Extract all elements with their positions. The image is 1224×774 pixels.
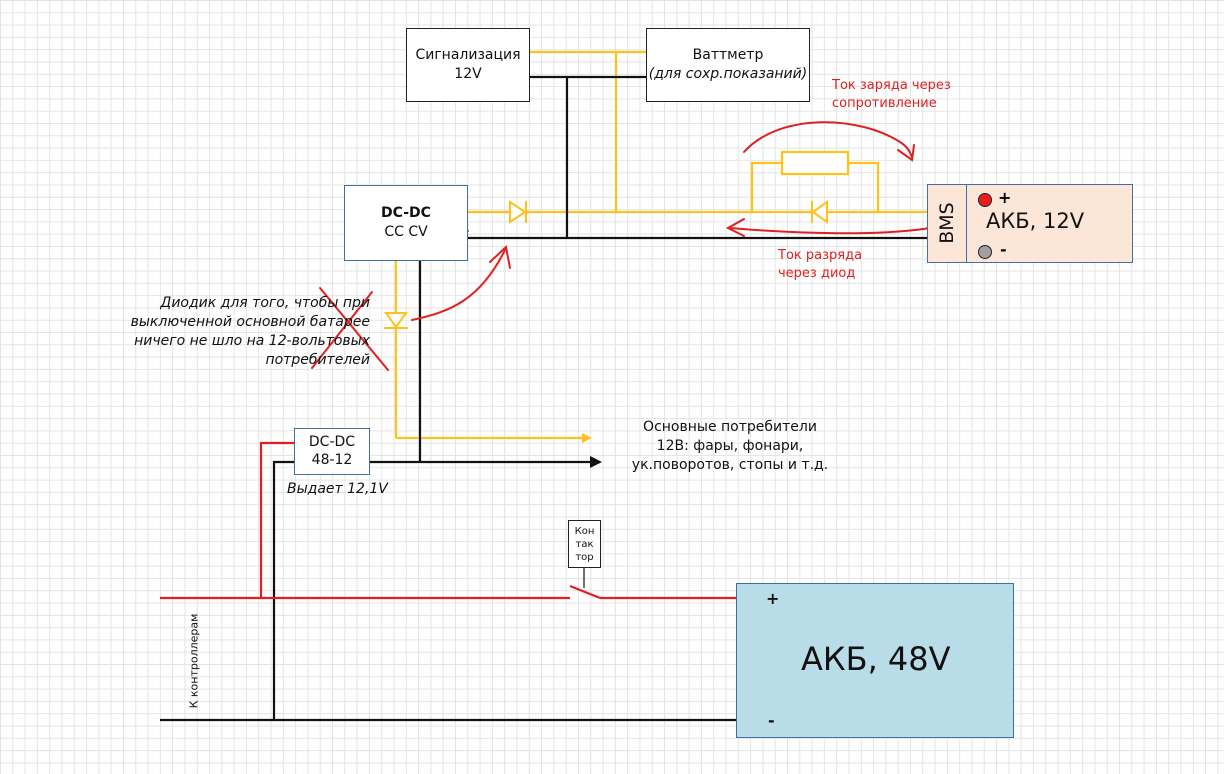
diode-note-line4: потребителей xyxy=(265,351,370,368)
dcdc-4812-box: DC-DC 48-12 xyxy=(294,428,370,475)
dcdc-4812-line2: 48-12 xyxy=(311,451,353,468)
contactor-box: Кон так тор xyxy=(568,520,601,568)
negative-wires xyxy=(160,75,930,722)
annotation-strokes xyxy=(311,121,931,371)
consumers-line1: Основные потребители xyxy=(643,419,817,435)
contactor-line2: так xyxy=(575,538,594,550)
charge-note-line1: Ток заряда через xyxy=(832,78,951,93)
dcdc-4812-note: Выдает 12,1V xyxy=(287,481,388,497)
diode-note-line3: ничего не шло на 12-вольтовых xyxy=(134,332,370,349)
wattmeter-box: Ваттметр (для сохр.показаний) xyxy=(646,28,810,102)
alarm-line1: Сигнализация xyxy=(415,47,521,64)
dcdc-main-line1: DC-DC xyxy=(381,205,431,222)
contactor-line1: Кон xyxy=(574,525,595,537)
battery-12v-label: АКБ, 12V xyxy=(986,209,1085,233)
discharge-note-line1: Ток разряда xyxy=(778,248,863,263)
diode-note: Диодик для того, чтобы при выключенной о… xyxy=(118,294,370,370)
dcdc-main-line2: CC CV xyxy=(384,224,428,240)
diode-note-line2: выключенной основной батарее xyxy=(130,313,370,330)
battery-48v-plus-sign: + xyxy=(766,589,780,608)
battery-12v: BMS + АКБ, 12V - xyxy=(927,184,1133,263)
discharge-note-line2: через диод xyxy=(778,265,856,281)
wattmeter-line1: Ваттметр xyxy=(692,47,764,64)
dcdc-4812-line1: DC-DC xyxy=(308,434,356,450)
positive-48v-wires xyxy=(160,441,748,600)
consumers-line3: ук.поворотов, стопы и т.д. xyxy=(631,456,829,473)
controllers-label: К контроллерам xyxy=(187,613,201,709)
contactor-line3: тор xyxy=(575,551,594,563)
charge-note: Ток заряда через сопротивление xyxy=(832,77,951,112)
alarm-box: Сигнализация 12V xyxy=(406,28,530,102)
battery-48v: АКБ, 48V xyxy=(736,583,1014,738)
battery-48v-label: АКБ, 48V xyxy=(801,640,951,678)
positive-12v-wires xyxy=(394,50,930,443)
terminal-12v-plus xyxy=(978,193,992,207)
battery-12v-minus-sign: - xyxy=(1000,240,1007,259)
diode-note-line1: Диодик для того, чтобы при xyxy=(160,295,370,311)
battery-48v-minus-sign: - xyxy=(768,711,775,730)
discharge-note: Ток разряда через диод xyxy=(778,247,862,282)
bms-section: BMS xyxy=(928,185,967,262)
alarm-line2: 12V xyxy=(454,66,482,82)
battery-12v-plus-sign: + xyxy=(998,188,1012,207)
charge-note-line2: сопротивление xyxy=(832,95,937,111)
bms-label: BMS xyxy=(936,202,958,244)
consumers-note: Основные потребители 12В: фары, фонари, … xyxy=(618,418,842,475)
wattmeter-line2: (для сохр.показаний) xyxy=(648,66,808,82)
dcdc-main-box: DC-DC CC CV xyxy=(344,185,468,261)
diode-symbols xyxy=(384,200,828,329)
terminal-12v-minus xyxy=(978,245,992,259)
consumers-line2: 12В: фары, фонари, xyxy=(656,437,804,454)
